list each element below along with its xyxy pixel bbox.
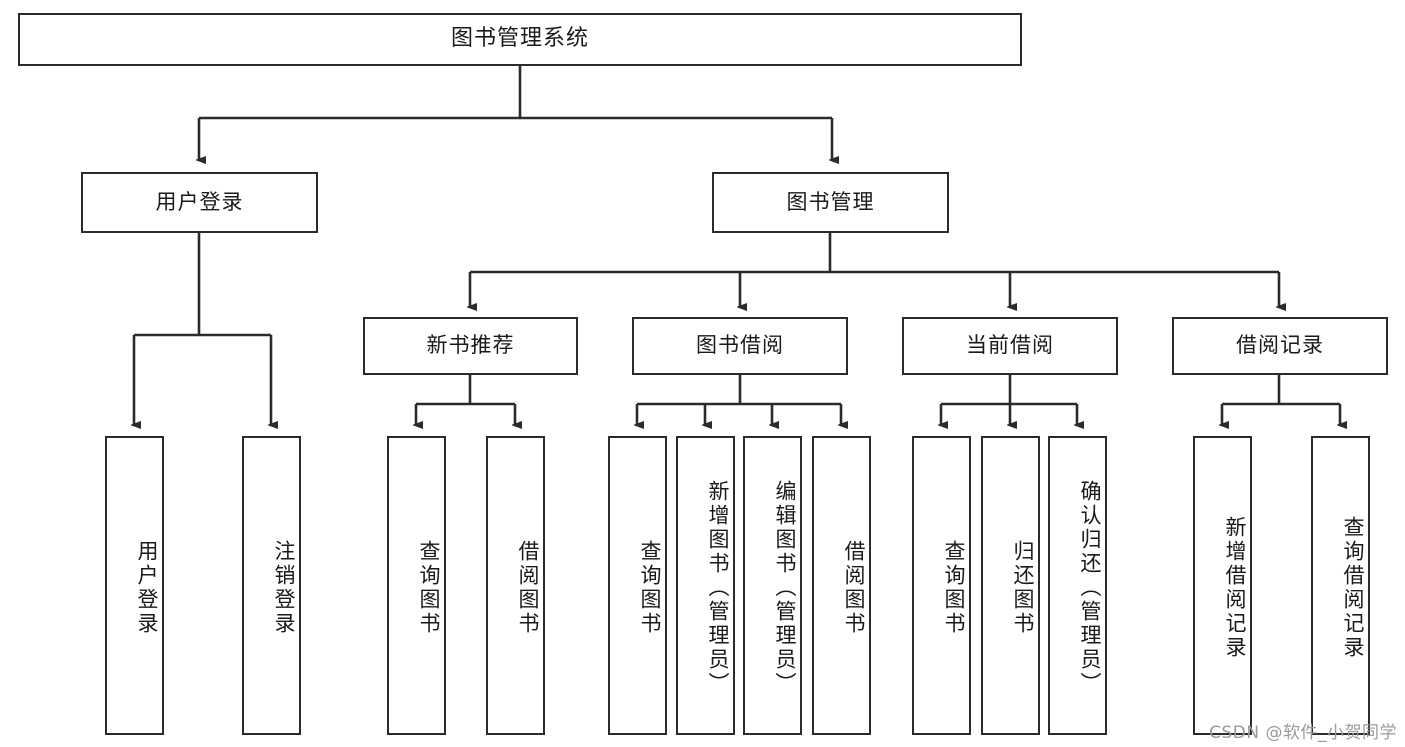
leaf-query-book-c[interactable]: 查询图书 xyxy=(912,436,971,735)
node-label: 图书借阅 xyxy=(696,333,784,358)
node-label: 查询图书 xyxy=(417,539,441,636)
node-root-system[interactable]: 图书管理系统 xyxy=(18,13,1022,66)
node-label: 新书推荐 xyxy=(426,333,515,358)
node-current-borrow[interactable]: 当前借阅 xyxy=(902,317,1118,375)
node-label: 新增借阅记录 xyxy=(1223,515,1247,660)
leaf-query-borrow-record[interactable]: 查询借阅记录 xyxy=(1311,436,1370,735)
node-label: 查询图书 xyxy=(942,539,966,636)
leaf-query-book-a[interactable]: 查询图书 xyxy=(387,436,446,735)
node-label: 用户登录 xyxy=(135,539,159,636)
node-user-login[interactable]: 用户登录 xyxy=(81,172,318,233)
node-label: 借阅记录 xyxy=(1236,333,1324,358)
node-borrow-record[interactable]: 借阅记录 xyxy=(1172,317,1388,375)
node-label: 查询图书 xyxy=(638,539,662,636)
leaf-return-book[interactable]: 归还图书 xyxy=(981,436,1040,735)
leaf-borrow-book-b[interactable]: 借阅图书 xyxy=(812,436,871,735)
node-label: 注销登录 xyxy=(272,539,296,636)
leaf-add-book[interactable]: 新增图书（管理员） xyxy=(676,436,735,735)
node-label: 编辑图书（管理员） xyxy=(773,479,797,696)
leaf-confirm-return[interactable]: 确认归还（管理员） xyxy=(1048,436,1107,735)
node-label: 新增图书（管理员） xyxy=(706,479,730,696)
node-new-book-recommend[interactable]: 新书推荐 xyxy=(363,317,578,375)
node-label: 图书管理 xyxy=(786,189,875,214)
node-label: 借阅图书 xyxy=(516,539,540,636)
leaf-query-book-b[interactable]: 查询图书 xyxy=(608,436,667,735)
leaf-add-borrow-record[interactable]: 新增借阅记录 xyxy=(1193,436,1252,735)
leaf-borrow-book-a[interactable]: 借阅图书 xyxy=(486,436,545,735)
node-label: 用户登录 xyxy=(155,189,244,214)
node-label: 确认归还（管理员） xyxy=(1078,479,1102,696)
node-label: 查询借阅记录 xyxy=(1341,515,1365,660)
leaf-logout[interactable]: 注销登录 xyxy=(242,436,301,735)
node-label: 归还图书 xyxy=(1011,539,1035,636)
node-book-borrow[interactable]: 图书借阅 xyxy=(632,317,848,375)
node-label: 图书管理系统 xyxy=(450,26,589,52)
node-label: 当前借阅 xyxy=(966,333,1054,358)
leaf-edit-book[interactable]: 编辑图书（管理员） xyxy=(743,436,802,735)
node-book-management[interactable]: 图书管理 xyxy=(712,172,949,233)
node-label: 借阅图书 xyxy=(842,539,866,636)
watermark-credit: CSDN @软件_小贺同学 xyxy=(1209,723,1397,743)
leaf-user-login[interactable]: 用户登录 xyxy=(105,436,164,735)
